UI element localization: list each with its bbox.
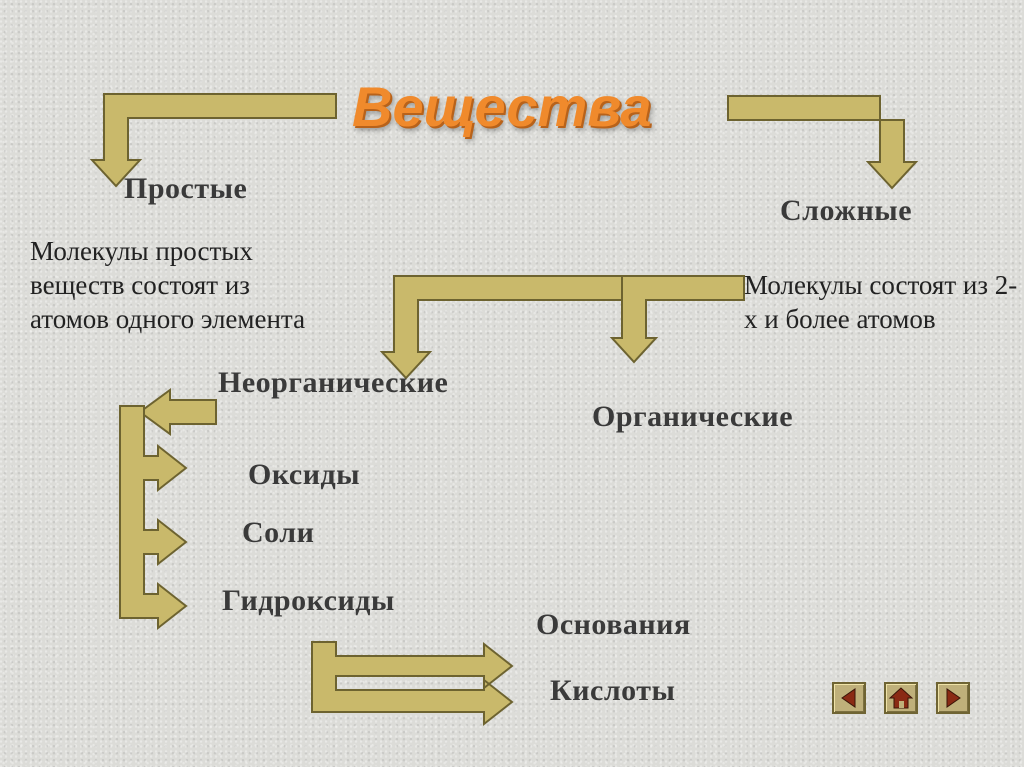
arrow-to-simple (89, 93, 337, 188)
triangle-left-icon (841, 688, 856, 708)
complex-heading: Сложные (780, 194, 913, 227)
oxides-label: Оксиды (248, 458, 361, 491)
organic-label: Органические (592, 400, 794, 433)
diagram-title: Вещества (352, 75, 652, 138)
arrow-to-complex (727, 95, 919, 190)
inorganic-label: Неорганические (218, 366, 449, 399)
home-button[interactable] (884, 682, 918, 714)
arrow-inorganic-branch (138, 388, 217, 436)
acids-label: Кислоты (550, 674, 676, 707)
arrow-to-inorganic (379, 275, 641, 380)
simple-description: Молекулы простых веществ состоят из атом… (30, 236, 306, 334)
arrow-to-organic (609, 275, 745, 364)
complex-description: Молекулы состоят из 2-х и более атомов (744, 270, 1018, 334)
bases-label: Основания (536, 608, 691, 641)
simple-heading: Простые (124, 172, 248, 205)
triangle-right-icon (946, 688, 961, 708)
hydroxides-label: Гидроксиды (222, 584, 395, 617)
prev-slide-button[interactable] (832, 682, 866, 714)
arrow-hydroxides-branch (311, 641, 514, 727)
salts-label: Соли (242, 516, 315, 549)
next-slide-button[interactable] (936, 682, 970, 714)
home-icon (888, 687, 914, 709)
arrow-to-oxides (119, 405, 188, 631)
